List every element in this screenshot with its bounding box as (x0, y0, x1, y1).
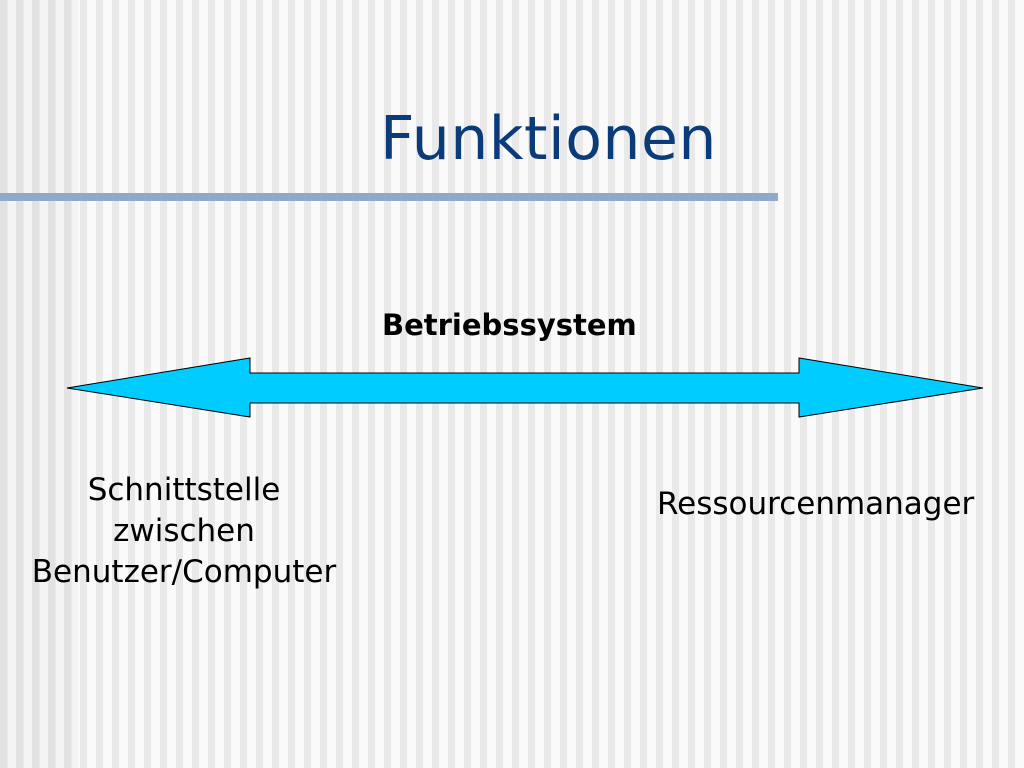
left-label-line-1: Schnittstelle (87, 472, 281, 508)
double-arrow-shape (66, 357, 984, 418)
background-band (0, 0, 78, 768)
left-label: Schnittstelle zwischen Benutzer/Computer (8, 470, 360, 593)
right-label: Ressourcenmanager (657, 486, 975, 522)
left-label-line-2: zwischen (113, 513, 255, 549)
center-label: Betriebssystem (382, 308, 637, 342)
left-label-line-3: Benutzer/Computer (31, 554, 337, 590)
title-underline (0, 193, 778, 201)
slide-title: Funktionen (380, 104, 717, 174)
